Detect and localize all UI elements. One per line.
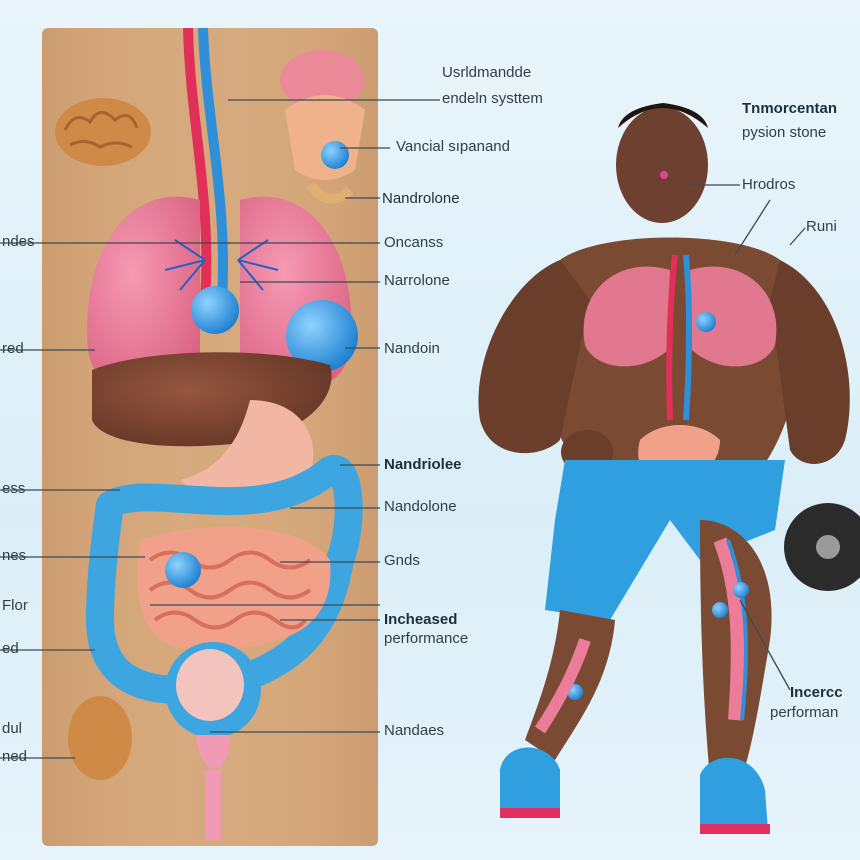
label-left-red: red <box>2 340 24 357</box>
label-nandrolone1: Nandrolone <box>382 190 460 207</box>
right-shoe <box>700 757 768 830</box>
heart-orb-icon <box>191 286 239 334</box>
left-lung <box>87 196 200 387</box>
label-incerc2: performan <box>770 704 839 721</box>
athlete-head <box>616 107 708 223</box>
large-orb-icon <box>286 300 358 372</box>
label-nandolone: Nandolone <box>384 498 457 515</box>
label-top1: Usrldmandde <box>442 64 532 81</box>
label-incheased2: performance <box>384 630 469 647</box>
label-left-flor: Flor <box>2 597 28 614</box>
label-left-ed: ed <box>2 640 19 657</box>
organ-icon <box>68 696 132 780</box>
label-narrolone: Narrolone <box>384 272 450 289</box>
colon <box>86 455 363 704</box>
label-left-ndes: ndes <box>2 233 35 250</box>
gland-orb-icon <box>321 141 349 169</box>
label-nandoin: Nandoin <box>384 340 440 357</box>
label-nandriolee: Nandriolee <box>384 456 462 473</box>
label-left-dul: dul <box>2 720 23 737</box>
label-incerc1: Incercc <box>790 684 843 701</box>
label-gnds: Gnds <box>384 552 420 569</box>
label-top2: endeln systtem <box>442 90 543 107</box>
label-left-nes: nes <box>2 547 27 564</box>
label-left-ned: ned <box>2 748 28 765</box>
label-hrodros: Hrodros <box>742 176 796 193</box>
label-oncanss: Oncanss <box>384 234 444 251</box>
label-vancial: Vancial sıpanand <box>396 138 510 155</box>
left-shoe <box>500 747 560 815</box>
brain-icon <box>55 98 151 166</box>
label-incheased1: Incheased <box>384 611 458 628</box>
label-nandaes: Nandaes <box>384 722 445 739</box>
athlete-shorts <box>545 460 785 620</box>
label-runu: Runi <box>806 218 837 235</box>
label-right-top1: Tnmorcentan <box>742 100 838 117</box>
label-left-ess: ess <box>2 480 26 497</box>
label-right-top2: pysion stone <box>742 124 827 141</box>
